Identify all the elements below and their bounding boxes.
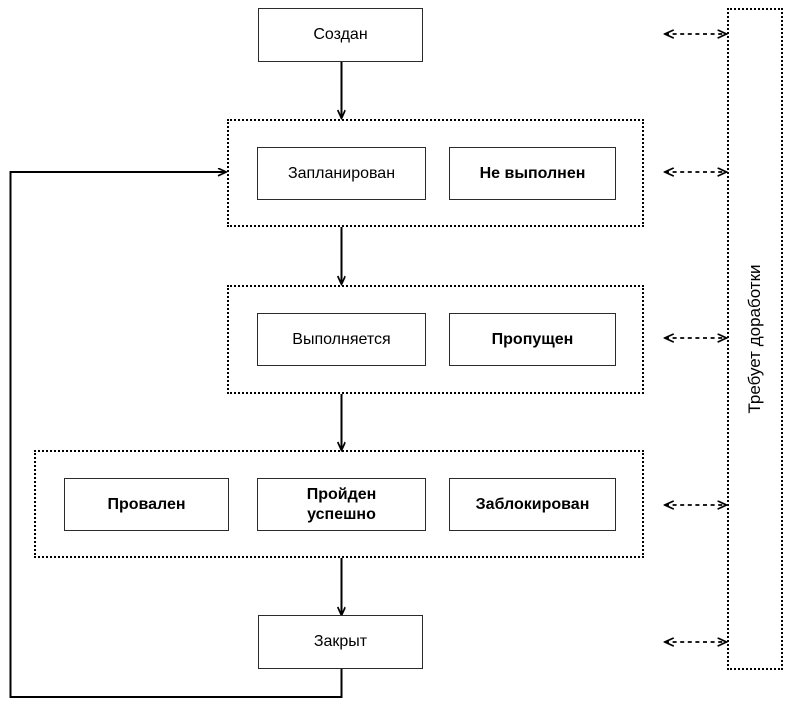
node-created[interactable]: Создан xyxy=(258,8,423,62)
node-blocked[interactable]: Заблокирован xyxy=(449,478,616,531)
group-planned xyxy=(227,119,644,227)
node-closed-label: Закрыт xyxy=(313,633,368,651)
node-passed[interactable]: Пройден успешно xyxy=(257,478,426,531)
group-results xyxy=(34,450,644,558)
group-execution xyxy=(227,285,644,394)
node-failed-label: Провален xyxy=(107,495,186,513)
node-in-progress[interactable]: Выполняется xyxy=(257,313,426,366)
side-panel-rework: Требует доработки xyxy=(727,8,783,670)
node-in-progress-label: Выполняется xyxy=(292,330,391,348)
node-skipped-label: Пропущен xyxy=(491,330,574,348)
node-failed[interactable]: Провален xyxy=(64,478,229,531)
node-passed-label-line2: успешно xyxy=(307,505,376,523)
node-planned-label: Запланирован xyxy=(287,164,396,182)
node-passed-label-line1: Пройден xyxy=(306,485,377,503)
side-panel-rework-label: Требует доработки xyxy=(745,264,764,414)
node-planned[interactable]: Запланирован xyxy=(257,147,426,200)
node-not-executed[interactable]: Не выполнен xyxy=(449,147,616,200)
node-closed[interactable]: Закрыт xyxy=(258,615,423,669)
node-skipped[interactable]: Пропущен xyxy=(449,313,616,366)
node-not-executed-label: Не выполнен xyxy=(479,164,586,182)
node-blocked-label: Заблокирован xyxy=(475,495,590,513)
node-created-label: Создан xyxy=(313,26,368,44)
